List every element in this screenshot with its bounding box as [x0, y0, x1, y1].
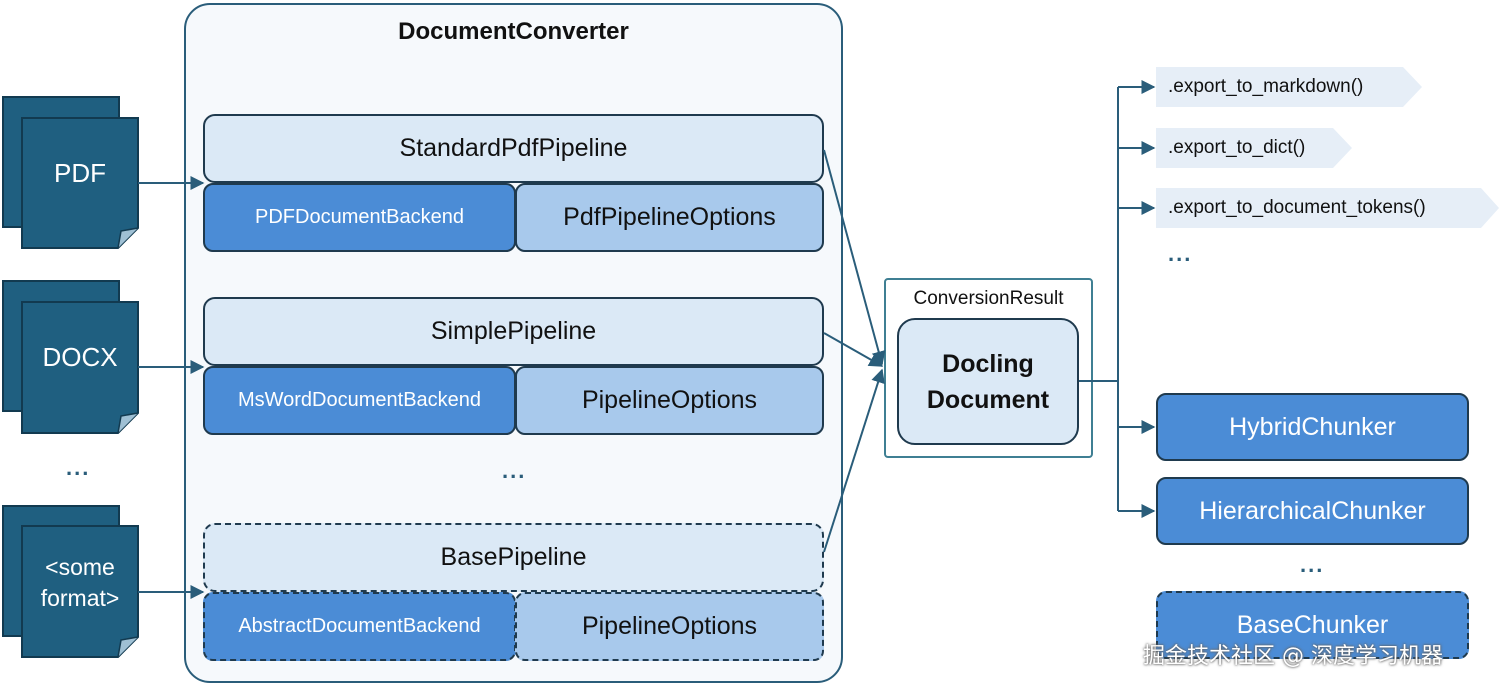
exports-ellipsis: ... — [1168, 241, 1193, 266]
pipeline-standard-pdf: StandardPdfPipeline — [203, 114, 824, 183]
docx-doc-icon — [2, 280, 139, 434]
options-base-pipeline: PipelineOptions — [515, 592, 824, 661]
chunker-base: BaseChunker — [1156, 591, 1469, 659]
arrow-base-to-result — [823, 368, 885, 553]
docling-document-line1: Docling — [942, 349, 1034, 378]
docling-document-box: Docling Document — [897, 318, 1079, 445]
arrow-standard-to-result — [823, 149, 886, 366]
inputs-ellipsis: ... — [66, 455, 91, 480]
backend-pdf: PDFDocumentBackend — [203, 183, 516, 252]
pdf-doc-icon — [2, 96, 139, 249]
backend-msword: MsWordDocumentBackend — [203, 366, 516, 435]
pipeline-simple: SimplePipeline — [203, 297, 824, 366]
export-document-tokens: .export_to_document_tokens() — [1168, 197, 1426, 218]
input-format-line1: <some — [45, 554, 115, 580]
export-markdown-shape — [1156, 67, 1422, 107]
options-pipeline: PipelineOptions — [515, 366, 824, 435]
input-format-label: <some format> — [22, 552, 138, 614]
converter-title: DocumentConverter — [398, 18, 629, 45]
watermark-text: 掘金技术社区 @ 深度学习机器 — [1143, 644, 1443, 669]
arrow-simple-to-result — [823, 332, 884, 367]
input-pdf-label: PDF — [54, 158, 106, 188]
input-format-line2: format> — [40, 585, 120, 611]
export-markdown: .export_to_markdown() — [1168, 76, 1364, 97]
pipeline-base: BasePipeline — [203, 523, 824, 592]
chunkers-ellipsis: ... — [1300, 552, 1325, 577]
export-dict-shape — [1156, 128, 1352, 168]
export-dict: .export_to_dict() — [1168, 137, 1306, 158]
input-docx-label: DOCX — [42, 342, 118, 372]
export-tokens-shape — [1156, 188, 1499, 228]
docling-document-line2: Document — [926, 385, 1050, 414]
conversion-result-label: ConversionResult — [913, 288, 1064, 309]
chunker-hierarchical: HierarchicalChunker — [1156, 477, 1469, 545]
chunker-hybrid: HybridChunker — [1156, 393, 1469, 461]
format-doc-icon — [2, 505, 139, 658]
backend-abstract: AbstractDocumentBackend — [203, 592, 516, 661]
pipelines-ellipsis: ... — [502, 458, 527, 483]
options-pdf-pipeline: PdfPipelineOptions — [515, 183, 824, 252]
